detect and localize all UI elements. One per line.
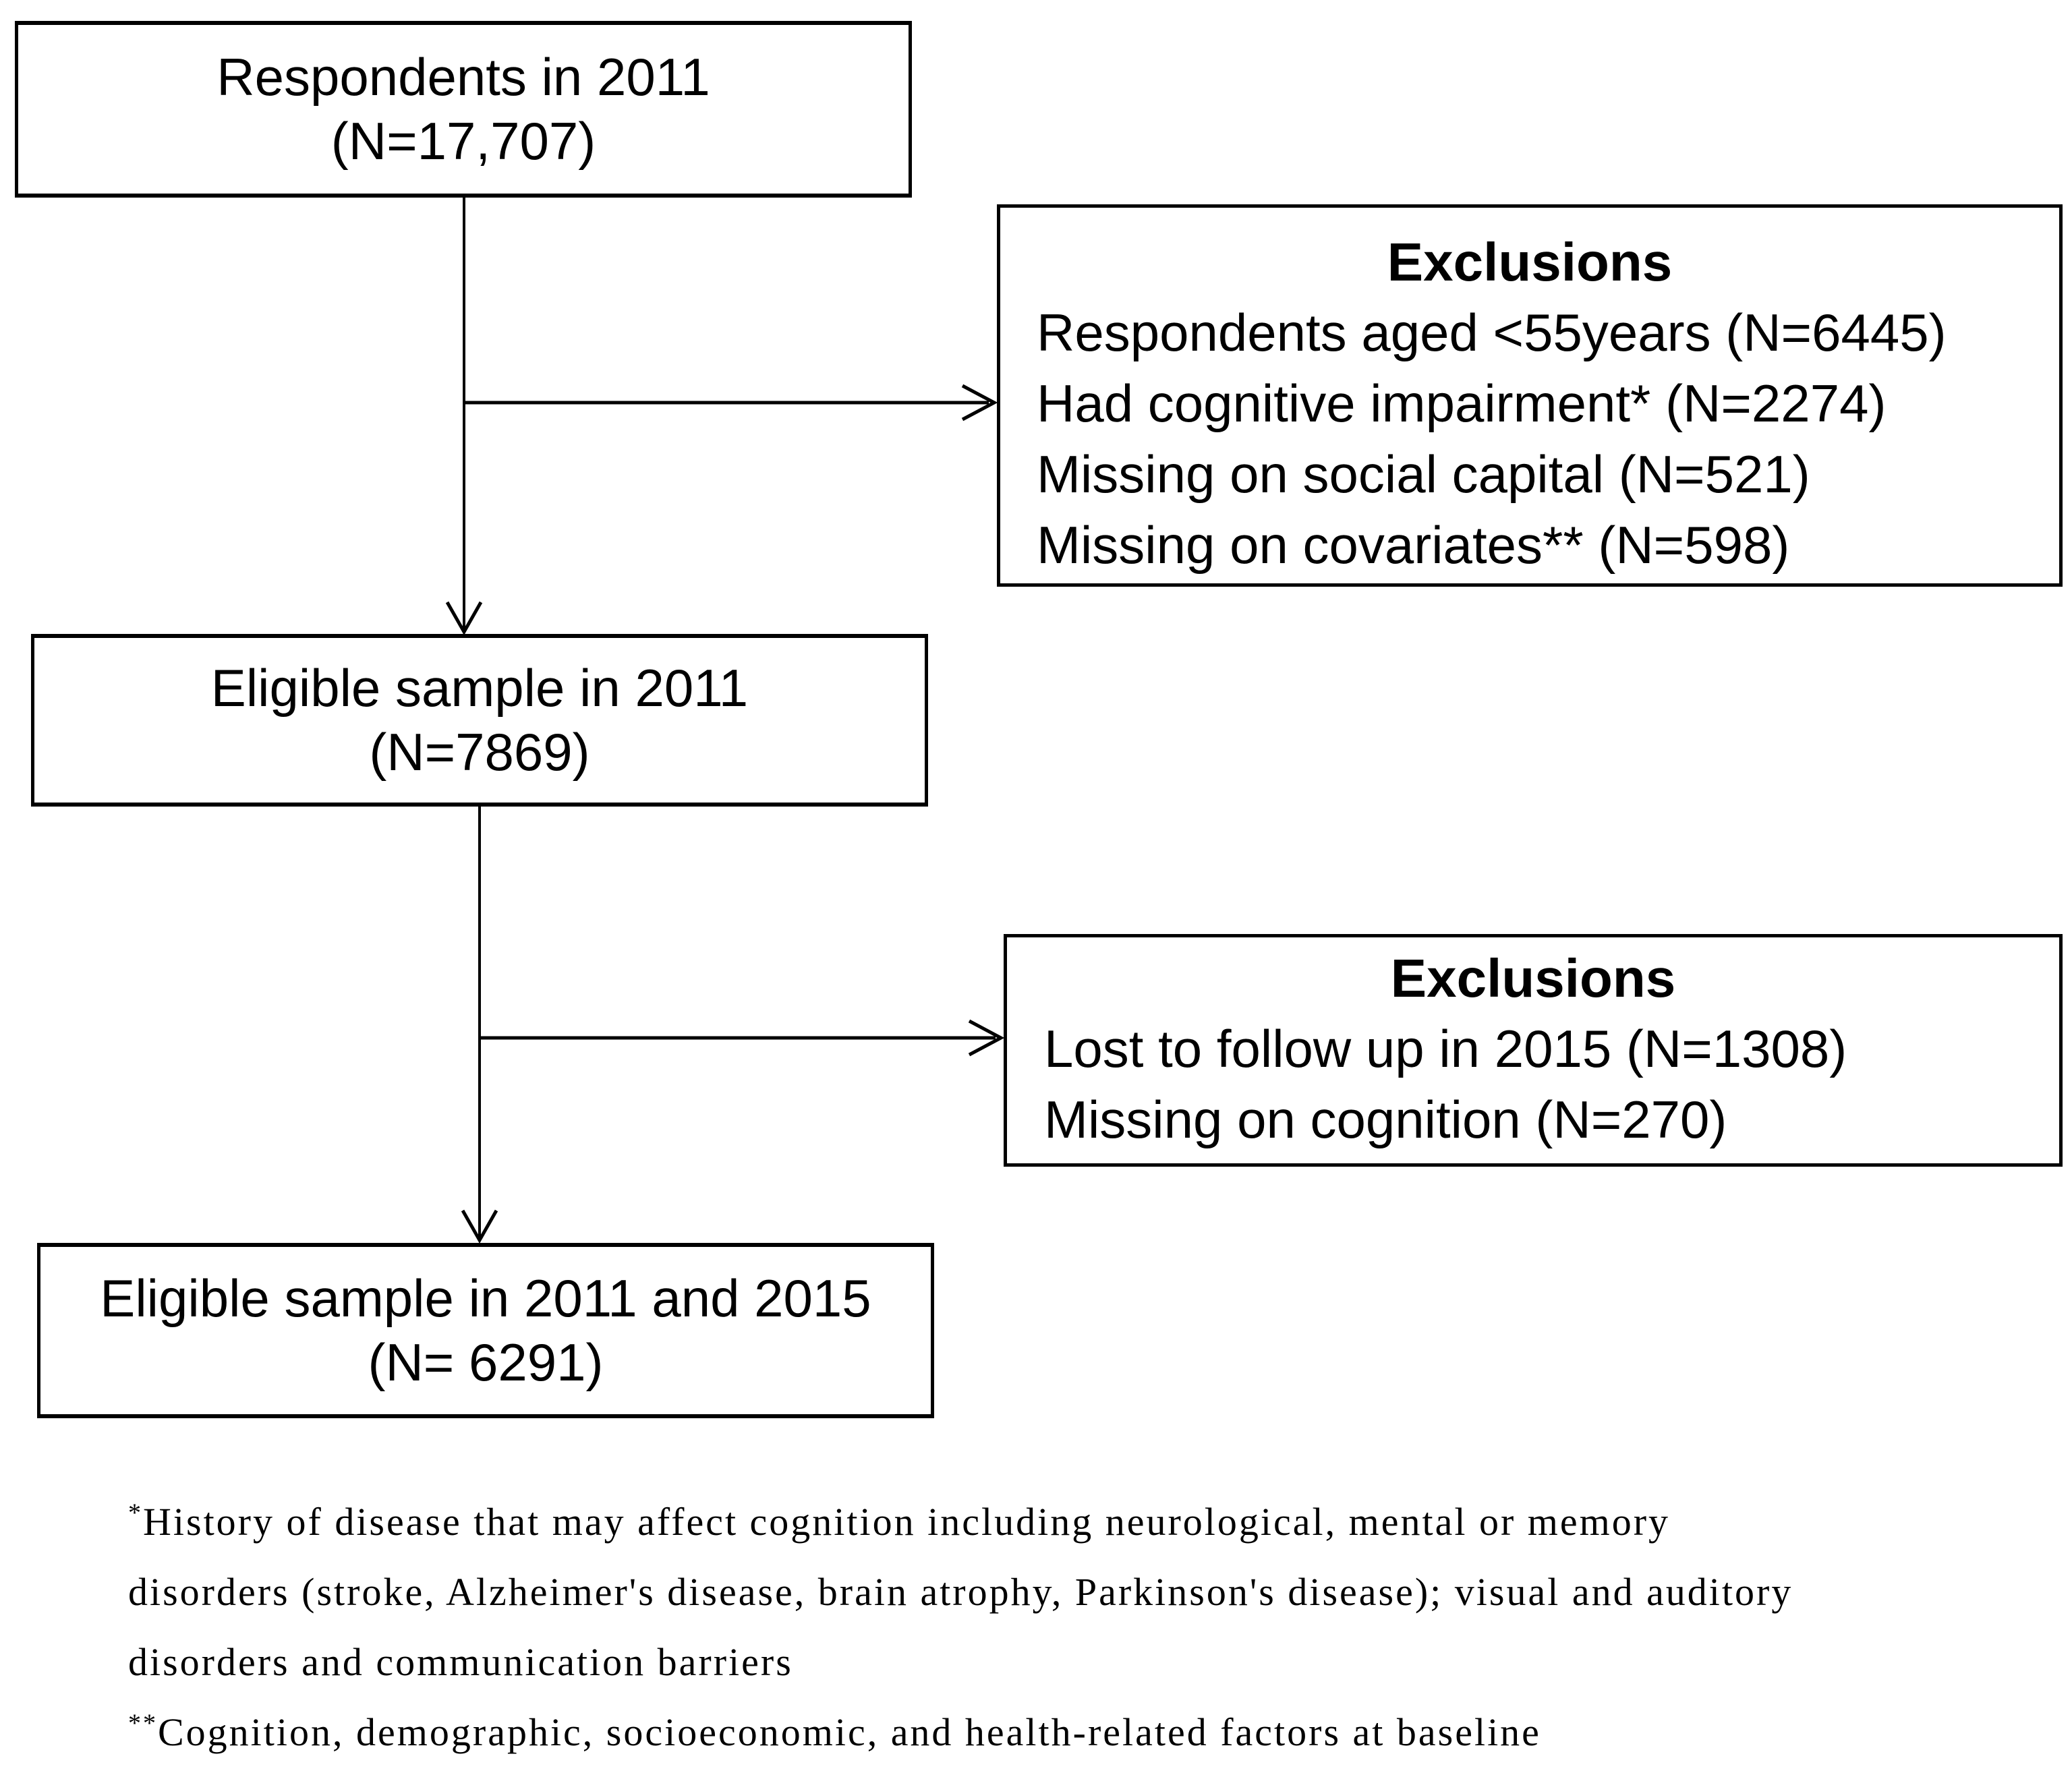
eligible-2011-box: Eligible sample in 2011 (N=7869) bbox=[31, 634, 928, 807]
footnote-line: **Cognition, demographic, socioeconomic,… bbox=[128, 1697, 2057, 1768]
respondents-2011-count: (N=17,707) bbox=[330, 111, 596, 171]
exclusions-2-title: Exclusions bbox=[1390, 948, 1676, 1008]
exclusion-item: Had cognitive impairment* (N=2274) bbox=[1037, 374, 1887, 433]
exclusion-item: Respondents aged <55years (N=6445) bbox=[1037, 303, 1947, 362]
footnotes: *History of disease that may affect cogn… bbox=[128, 1487, 2057, 1768]
eligible-2011-label: Eligible sample in 2011 bbox=[210, 658, 749, 718]
footnote-line: disorders and communication barriers bbox=[128, 1627, 2057, 1697]
footnote-line: *History of disease that may affect cogn… bbox=[128, 1487, 2057, 1557]
footnote-text: disorders and communication barriers bbox=[128, 1640, 793, 1684]
footnote-text: History of disease that may affect cogni… bbox=[143, 1500, 1671, 1544]
exclusion-item: Lost to follow up in 2015 (N=1308) bbox=[1044, 1019, 1847, 1078]
eligible-2011-2015-label: Eligible sample in 2011 and 2015 bbox=[100, 1269, 871, 1328]
exclusion-item: Missing on cognition (N=270) bbox=[1044, 1090, 1727, 1149]
eligible-2011-2015-count: (N= 6291) bbox=[368, 1333, 604, 1392]
footnote-line: disorders (stroke, Alzheimer's disease, … bbox=[128, 1557, 2057, 1627]
arrowhead-down-icon bbox=[461, 1209, 498, 1244]
arrowhead-down-icon bbox=[445, 601, 483, 636]
respondents-2011-box: Respondents in 2011 (N=17,707) bbox=[15, 21, 912, 198]
exclusions-2-box: Exclusions Lost to follow up in 2015 (N=… bbox=[1004, 934, 2063, 1167]
arrowhead-right-icon bbox=[968, 1019, 1005, 1057]
exclusions-1-box: Exclusions Respondents aged <55years (N=… bbox=[997, 204, 2063, 587]
exclusions-1-title: Exclusions bbox=[1387, 232, 1673, 292]
footnote-marker: ** bbox=[128, 1709, 158, 1738]
eligible-2011-count: (N=7869) bbox=[369, 722, 590, 782]
footnote-marker: * bbox=[128, 1498, 143, 1527]
exclusion-item: Missing on covariates** (N=598) bbox=[1037, 515, 1790, 575]
footnote-text: Cognition, demographic, socioeconomic, a… bbox=[158, 1710, 1541, 1754]
footnote-text: disorders (stroke, Alzheimer's disease, … bbox=[128, 1570, 1793, 1614]
eligible-2011-2015-box: Eligible sample in 2011 and 2015 (N= 629… bbox=[37, 1243, 934, 1418]
exclusion-item: Missing on social capital (N=521) bbox=[1037, 444, 1810, 504]
arrowhead-right-icon bbox=[961, 384, 998, 421]
respondents-2011-label: Respondents in 2011 bbox=[217, 47, 710, 107]
